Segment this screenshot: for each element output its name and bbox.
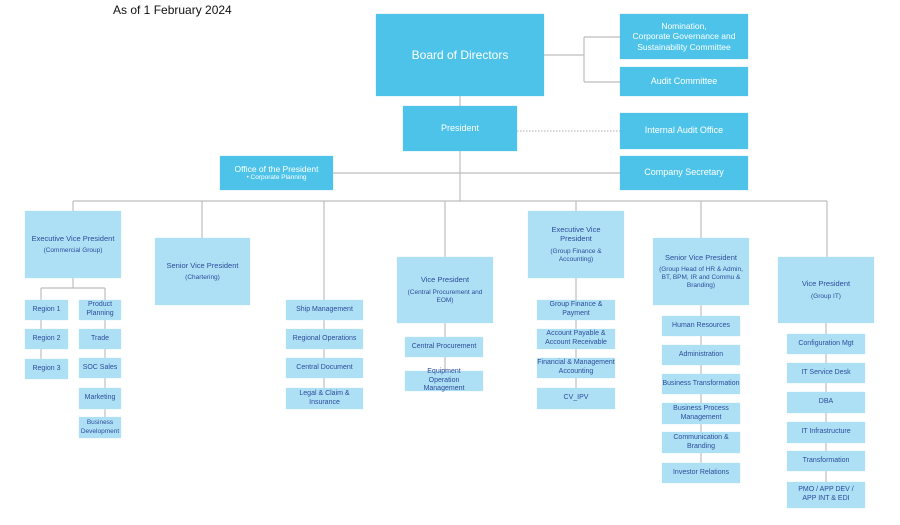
unit-label: Communication & Branding (673, 433, 729, 450)
unit-label: Region 1 (32, 305, 61, 313)
unit-label: Transformation (802, 456, 850, 464)
unit-box: Region 2 (25, 329, 68, 349)
head-title: Executive Vice President (31, 233, 115, 243)
head-title: Vice President (420, 275, 470, 285)
unit-box: Business Transformation (662, 374, 740, 394)
head-title: Senior Vice President (166, 260, 239, 270)
unit-box: Trade (79, 329, 121, 349)
unit-box: Equipment Operation Management (405, 367, 483, 393)
unit-box: DBA (787, 392, 865, 413)
president-label: President (440, 122, 480, 133)
nomination-committee-box: Nomination, Corporate Governance and Sus… (620, 14, 748, 59)
unit-box: IT Service Desk (787, 363, 865, 383)
unit-box: PMO / APP DEV / APP INT & EDI (787, 482, 865, 508)
unit-box: IT Infrastructure (787, 422, 865, 443)
unit-box: Communication & Branding (662, 432, 740, 453)
nomination-line: Sustainability Committee (637, 41, 731, 52)
unit-box: Transformation (787, 451, 865, 471)
unit-label: Region 3 (32, 364, 61, 372)
audit-committee-box: Audit Committee (620, 67, 748, 96)
head-subtitle: (Group IT) (811, 292, 841, 300)
evp-finance-box: Executive Vice President (Group Finance &… (528, 211, 624, 278)
nomination-line: Nomination, (661, 20, 707, 31)
office-of-president-label: Office of the President (234, 163, 319, 174)
unit-box: Region 1 (25, 300, 68, 320)
internal-audit-office-box: Internal Audit Office (620, 113, 748, 149)
unit-label: Central Document (296, 363, 353, 371)
unit-box: CV_IPV (537, 388, 615, 409)
unit-label: Administration (678, 350, 724, 358)
unit-box: Central Document (286, 358, 363, 378)
head-title: Senior Vice President (665, 252, 737, 262)
unit-box: Group Finance & Payment (537, 300, 615, 320)
company-secretary-box: Company Secretary (620, 156, 748, 190)
board-label: Board of Directors (411, 47, 509, 62)
unit-box: Human Resources (662, 316, 740, 336)
vp-procurement-box: Vice President (Central Procurement and E… (397, 257, 493, 323)
unit-box: Regional Operations (286, 329, 363, 349)
unit-label: DBA (818, 398, 834, 406)
nomination-line: Corporate Governance and (632, 31, 736, 42)
unit-label: Central Procurement (411, 342, 477, 350)
unit-label: PMO / APP DEV / APP INT & EDI (798, 486, 854, 502)
unit-label: Investor Relations (672, 468, 730, 476)
unit-box: Business Process Management (662, 403, 740, 424)
company-secretary-label: Company Secretary (644, 167, 724, 178)
as-of-date: As of 1 February 2024 (113, 3, 232, 17)
unit-box: Investor Relations (662, 463, 740, 483)
unit-label: Equipment Operation Management (423, 367, 465, 393)
unit-box: Configuration Mgt (787, 334, 865, 354)
svp-hr-box: Senior Vice President (Group Head of HR &… (653, 238, 749, 305)
unit-label: SOC Sales (82, 363, 118, 371)
corporate-planning-label: • Corporate Planning (246, 174, 307, 182)
unit-box: Administration (662, 345, 740, 365)
unit-label: IT Infrastructure (801, 428, 851, 436)
vp-it-box: Vice President (Group IT) (778, 257, 874, 323)
unit-label: Legal & Claim & Insurance (299, 389, 350, 406)
unit-label: Financial & Management Accounting (537, 359, 615, 375)
head-subtitle: (Group Finance & Accounting) (550, 247, 602, 263)
evp-commercial-box: Executive Vice President (Commercial Grou… (25, 211, 121, 278)
unit-label: Account Payable & Account Receivable (545, 330, 607, 346)
internal-audit-label: Internal Audit Office (644, 125, 724, 136)
unit-box: Region 3 (25, 359, 68, 379)
unit-box: Business Development (79, 417, 121, 438)
unit-label: Ship Management (296, 305, 353, 313)
unit-label: Business Process Management (673, 404, 729, 421)
unit-label: Product Planning (86, 301, 114, 317)
unit-box: Marketing (79, 388, 121, 409)
unit-box: Central Procurement (405, 337, 483, 357)
head-title: Vice President (801, 279, 851, 289)
unit-box: Account Payable & Account Receivable (537, 329, 615, 349)
unit-box: SOC Sales (79, 358, 121, 378)
unit-box: Legal & Claim & Insurance (286, 388, 363, 409)
unit-label: Business Development (80, 419, 120, 435)
head-subtitle: (Group Head of HR & Admin, BT, BPM, IR a… (659, 266, 743, 290)
unit-label: Group Finance & Payment (549, 301, 603, 317)
unit-box: Ship Management (286, 300, 363, 320)
unit-label: Regional Operations (292, 334, 357, 342)
unit-label: Business Transformation (662, 379, 740, 387)
unit-label: Configuration Mgt (798, 339, 854, 347)
unit-box: Financial & Management Accounting (537, 358, 615, 378)
unit-box: Product Planning (79, 300, 121, 320)
head-title: Executive Vice President (551, 225, 601, 244)
unit-label: IT Service Desk (801, 368, 851, 376)
head-subtitle: (Chartering) (185, 274, 220, 282)
president-box: President (403, 106, 517, 151)
head-subtitle: (Commercial Group) (43, 247, 103, 255)
board-of-directors-box: Board of Directors (376, 14, 544, 96)
head-subtitle: (Central Procurement and EOM) (407, 288, 483, 304)
unit-label: Trade (90, 334, 110, 342)
svp-chartering-box: Senior Vice President (Chartering) (155, 238, 250, 305)
office-of-president-box: Office of the President • Corporate Plan… (220, 156, 333, 190)
unit-label: Region 2 (32, 334, 61, 342)
audit-committee-label: Audit Committee (650, 75, 718, 86)
unit-label: Human Resources (672, 321, 730, 329)
unit-label: CV_IPV (563, 394, 589, 402)
unit-label: Marketing (84, 394, 116, 402)
